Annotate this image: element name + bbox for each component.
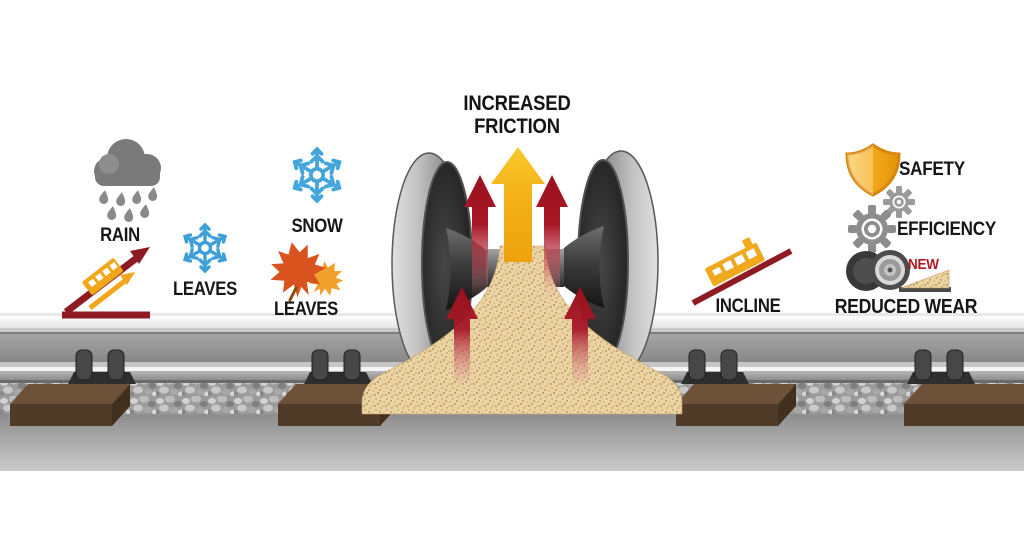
rail-clip bbox=[68, 349, 136, 384]
friction-arrow-gold bbox=[491, 147, 545, 262]
sleeper bbox=[10, 384, 130, 426]
friction-arrow-red-lower-left bbox=[446, 287, 478, 382]
new-badge: NEW bbox=[908, 256, 939, 273]
friction-arrow-red-lower-right bbox=[564, 287, 596, 382]
snowflake-icon bbox=[182, 222, 228, 274]
sleeper bbox=[676, 384, 796, 426]
incline-arrows-icon bbox=[62, 247, 150, 319]
wheelset-graphic bbox=[361, 147, 683, 415]
leaves-label-1: LEAVES bbox=[172, 279, 238, 300]
safety-label: SAFETY bbox=[899, 159, 965, 180]
snowflake-icon bbox=[292, 146, 342, 204]
reduced-wear-label: REDUCED WEAR bbox=[834, 296, 978, 318]
friction-arrow-red-upper-left bbox=[464, 175, 496, 298]
increased-friction-title: INCREASED FRICTION bbox=[463, 92, 570, 138]
leaves-label-2: LEAVES bbox=[273, 299, 339, 320]
rain-drops bbox=[99, 187, 158, 222]
title-line1: INCREASED bbox=[463, 92, 571, 115]
ground bbox=[0, 414, 1024, 471]
train-incline-icon bbox=[691, 237, 793, 306]
snow-label: SNOW bbox=[291, 216, 343, 237]
rain-label: RAIN bbox=[100, 225, 140, 246]
rail-clip bbox=[304, 349, 372, 384]
shield-icon bbox=[845, 143, 901, 197]
wheels-sand-icon bbox=[846, 250, 951, 292]
incline-label: INCLINE bbox=[715, 296, 781, 317]
maple-leaf-icon bbox=[270, 242, 344, 302]
rail-clip bbox=[681, 349, 749, 384]
locomotive bbox=[705, 237, 765, 287]
gears-icon bbox=[848, 186, 915, 253]
rail-clip bbox=[907, 349, 975, 384]
title-line2: FRICTION bbox=[474, 115, 560, 138]
train-carriage bbox=[82, 258, 123, 295]
sleeper bbox=[904, 384, 1024, 426]
efficiency-label: EFFICIENCY bbox=[897, 219, 996, 240]
rain-cloud-icon bbox=[94, 139, 161, 222]
friction-arrow-red-upper-right bbox=[536, 175, 568, 298]
